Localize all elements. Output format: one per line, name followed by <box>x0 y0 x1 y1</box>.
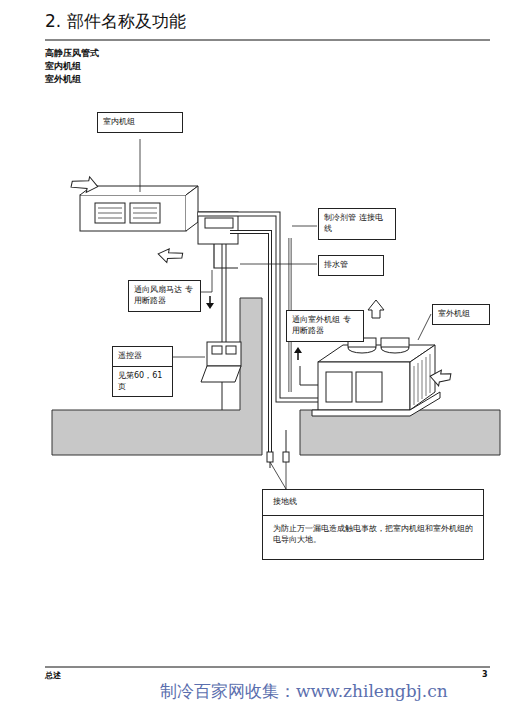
box-heading: 通向风扇马达 专用断路器 <box>129 281 200 311</box>
page-number: 3 <box>482 670 488 679</box>
callout-box: 室内机组 <box>97 112 183 133</box>
box-heading: 室外机组 <box>433 305 489 324</box>
box-heading: 接地线 <box>263 490 483 515</box>
callout-box: 制冷剂管 连接电线 <box>318 208 396 240</box>
callout-box: 接地线为防止万一漏电造成触电事故，把室内机组和室外机组的电导向大地。 <box>262 489 484 560</box>
page-title: 2. 部件名称及功能 <box>45 10 186 33</box>
box-heading: 遥控器 <box>113 347 172 366</box>
box-heading: 排水管 <box>319 256 383 275</box>
callout-box: 通向风扇马达 专用断路器 <box>128 280 201 312</box>
footer-text: 总述 <box>45 670 61 681</box>
box-heading: 室内机组 <box>98 113 182 132</box>
box-heading: 制冷剂管 连接电线 <box>319 209 395 239</box>
callout-box: 通向室外机组 专用断路器 <box>286 310 364 342</box>
sub-heading: 室内机组 <box>45 60 81 73</box>
watermark: 制冷百家网收集：www.zhilengbj.cn <box>160 680 448 703</box>
box-body: 为防止万一漏电造成触电事故，把室内机组和室外机组的电导向大地。 <box>263 515 483 560</box>
sub-heading: 高静压风管式 <box>45 47 99 60</box>
callout-box: 排水管 <box>318 255 384 276</box>
box-heading: 通向室外机组 专用断路器 <box>287 311 363 341</box>
sub-heading: 室外机组 <box>45 73 81 86</box>
box-body: 见第60，61页 <box>113 366 172 397</box>
callout-box: 室外机组 <box>432 304 490 325</box>
callout-box: 遥控器见第60，61页 <box>112 346 173 397</box>
